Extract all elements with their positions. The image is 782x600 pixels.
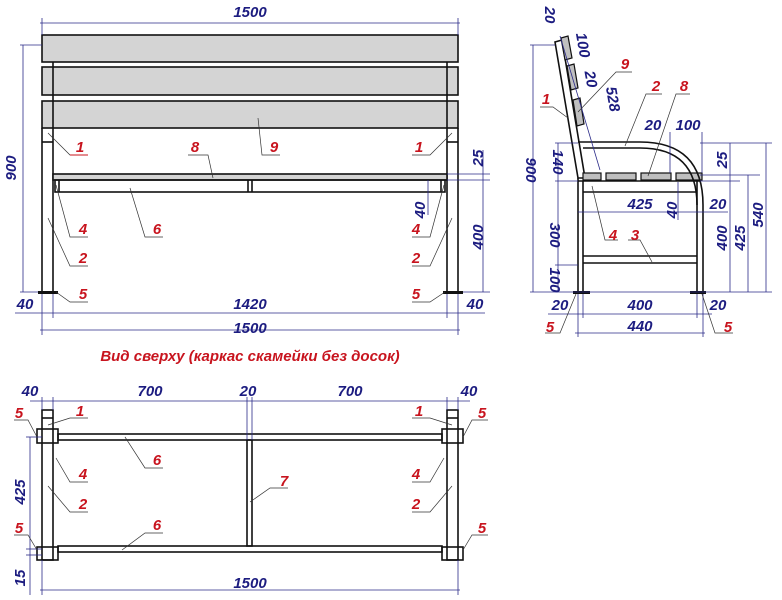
dim-total-1500: 1500: [233, 575, 267, 592]
dim-leg-rear: 20: [709, 297, 727, 314]
dim-seat-depth: 425: [626, 196, 653, 213]
dim-425-height: 425: [732, 225, 749, 252]
top-view-title: Вид сверху (каркас скамейки без досок): [100, 348, 399, 365]
seat-board: [52, 173, 448, 181]
dim-back-length: 528: [602, 85, 623, 113]
left-frame: [41, 409, 54, 561]
dim-left-700: 700: [137, 383, 163, 400]
dim-arm-20: 20: [709, 196, 727, 213]
dim-height: 900: [3, 155, 20, 181]
foot-front: [573, 291, 590, 294]
back-board-1: [41, 34, 459, 63]
dim-width-bottom: 1500: [233, 320, 267, 337]
back-board-2: [41, 66, 459, 96]
callout-9: 9: [270, 139, 279, 156]
dim-540-height: 540: [750, 202, 767, 228]
callout-1-right: 1: [415, 403, 423, 420]
seat-board-3: [640, 172, 672, 181]
callout-4-left: 4: [78, 466, 88, 483]
seat-board-2: [605, 172, 637, 181]
dim-300: 300: [546, 222, 563, 248]
callout-6-back: 6: [153, 517, 162, 534]
callout-6: 6: [153, 221, 162, 238]
foot-br: [441, 546, 464, 561]
callout-5-rear: 5: [724, 319, 733, 336]
dim-arm-height: 140: [549, 149, 566, 175]
foot-tl: [36, 428, 59, 444]
dim-rail-40: 40: [664, 201, 681, 219]
rail-front: [57, 433, 443, 441]
callout-8: 8: [680, 78, 689, 95]
dim-leg-right: 40: [466, 296, 484, 313]
callout-1-right: 1: [415, 139, 423, 156]
dim-depth-425: 425: [12, 479, 29, 506]
dim-rail-height: 40: [412, 201, 429, 219]
back-board-3: [41, 100, 459, 129]
rail-back: [57, 545, 443, 553]
dim-inner-width: 1420: [233, 296, 267, 313]
seat-board-1: [582, 172, 602, 181]
callout-9: 9: [621, 56, 630, 73]
callout-5-right: 5: [412, 286, 421, 303]
callout-2-left: 2: [78, 250, 88, 267]
dim-right-40: 40: [460, 383, 478, 400]
dim-seat-thickness: 25: [470, 149, 487, 167]
dim-back-board: 100: [572, 31, 593, 59]
dim-seat-gap: 20: [644, 117, 662, 134]
foot-right: [443, 291, 463, 294]
callout-6-front: 6: [153, 452, 162, 469]
back-board-1: [560, 35, 573, 61]
dim-back-top: 20: [541, 6, 558, 24]
dim-seat-board: 100: [675, 117, 701, 134]
callout-1-left: 1: [76, 139, 84, 156]
callout-1: 1: [542, 91, 550, 108]
dim-middle-20: 20: [239, 383, 257, 400]
dim-leg-front: 20: [551, 297, 569, 314]
callout-5-left: 5: [79, 286, 88, 303]
seat-board-4: [675, 172, 703, 181]
callout-4-right: 4: [411, 221, 421, 238]
foot-tr: [441, 428, 464, 444]
foot-left: [38, 291, 58, 294]
dim-400-height: 400: [714, 225, 731, 252]
dim-total-depth: 440: [626, 318, 653, 335]
callout-5-bl: 5: [15, 520, 24, 537]
dim-seat-thickness: 25: [714, 151, 731, 169]
callout-2-right: 2: [411, 250, 421, 267]
dim-15: 15: [12, 569, 29, 586]
middle-crossbar: [246, 439, 253, 547]
seat-rail: [54, 179, 446, 193]
dim-left-40: 40: [21, 383, 39, 400]
side-view: 20 100 20 528 20 100 140 900 25 425 40 2…: [522, 6, 772, 337]
armrest-curve: [578, 141, 704, 292]
dim-100: 100: [546, 267, 563, 293]
foot-bl: [36, 546, 59, 561]
dim-inner-depth: 400: [626, 297, 653, 314]
callout-3: 3: [631, 227, 640, 244]
callout-8: 8: [191, 139, 200, 156]
dim-leg-left: 40: [16, 296, 34, 313]
callout-4-left: 4: [78, 221, 88, 238]
right-frame: [446, 409, 459, 561]
front-view: 1500 900 25 40 400 40 1420 1500 40 1 8 9…: [3, 4, 490, 337]
callout-5-br: 5: [478, 520, 487, 537]
callout-5-front: 5: [546, 319, 555, 336]
dim-back-gap: 20: [580, 69, 600, 90]
callout-4-right: 4: [411, 466, 421, 483]
callout-2-left: 2: [78, 496, 88, 513]
callout-1-left: 1: [76, 403, 84, 420]
dim-width-top: 1500: [233, 4, 267, 21]
callout-2: 2: [651, 78, 661, 95]
back-board-3: [572, 97, 585, 127]
callout-7: 7: [280, 473, 289, 490]
dim-total-height: 900: [522, 157, 539, 183]
callout-4: 4: [608, 227, 618, 244]
callout-5-tr: 5: [478, 405, 487, 422]
foot-rear: [690, 291, 706, 294]
dim-right-700: 700: [337, 383, 363, 400]
top-view: Вид сверху (каркас скамейки без досок) 4…: [12, 348, 488, 595]
callout-2-right: 2: [411, 496, 421, 513]
dim-seat-height: 400: [470, 224, 487, 251]
callout-5-tl: 5: [15, 405, 24, 422]
